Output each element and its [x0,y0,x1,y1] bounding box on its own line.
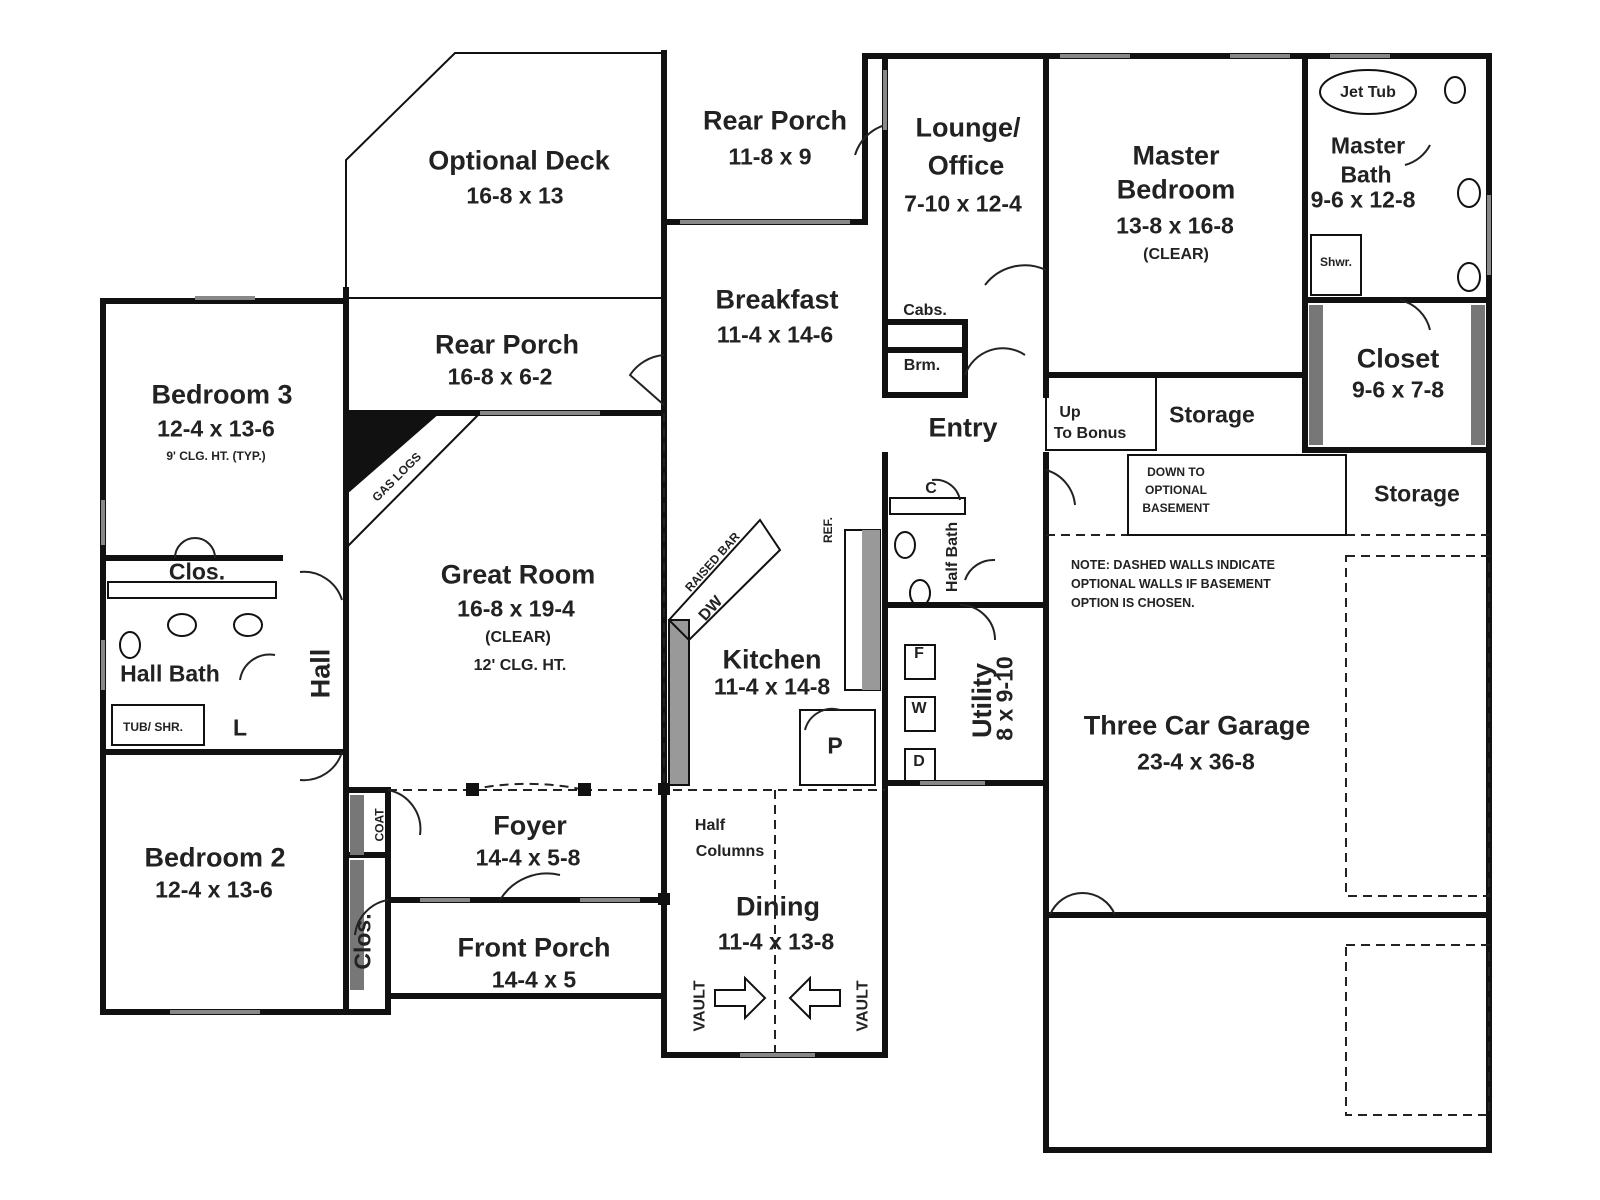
master-bedroom-name-1: Master [1132,140,1220,171]
cabs-label: Cabs. [903,302,947,319]
lounge-office-dims: 7-10 x 12-4 [904,190,1022,217]
foyer-dims: 14-4 x 5-8 [475,844,581,871]
bedroom3-dims: 12-4 x 13-6 [157,415,275,442]
closet-shelving [107,305,1485,990]
up-label: Up [1059,404,1081,421]
kitchen-counters [667,518,881,786]
clos-bed2-label: Clos. [349,913,376,970]
coat-label: COAT [372,808,387,842]
great-room-note2: 12' CLG. HT. [473,657,567,674]
windows [101,54,1491,1057]
ref-label: REF. [821,516,836,544]
shower-label: Shwr. [1319,255,1353,269]
storage-lower-label: Storage [1374,480,1460,507]
entry-label: Entry [928,412,998,443]
breakfast-name: Breakfast [715,284,839,315]
garage-dims: 23-4 x 36-8 [1137,748,1255,775]
master-bath-name-1: Master [1330,132,1406,159]
rear-porch-left-dims: 16-8 x 6-2 [447,363,553,390]
breakfast-dims: 11-4 x 14-6 [716,321,834,348]
utility-w-label: W [911,700,927,717]
vault-right-label: VAULT [854,980,872,1032]
bedroom2-name: Bedroom 2 [144,842,286,873]
deck-outline [345,52,664,298]
basement-label: BASEMENT [1142,501,1210,515]
note-line-2: OPTIONAL WALLS IF BASEMENT [1071,577,1271,591]
half-bath-label: Half Bath [944,521,962,593]
tub-shr-label: TUB/ SHR. [123,720,183,734]
dining-dims: 11-4 x 13-8 [717,928,835,955]
vault-left-label: VAULT [691,980,709,1032]
dining-name: Dining [736,891,820,922]
optional-deck-name: Optional Deck [428,145,610,176]
linen-label: L [232,714,248,741]
rear-porch-left-name: Rear Porch [434,329,580,360]
great-room-name: Great Room [440,559,596,590]
master-bath-name-2: Bath [1340,161,1392,188]
optional-label: OPTIONAL [1145,483,1207,497]
kitchen-name: Kitchen [722,644,822,675]
jet-tub-label: Jet Tub [1340,84,1396,101]
bedroom3-note: 9' CLG. HT. (TYP.) [166,449,266,463]
master-bath-dims: 9-6 x 12-8 [1310,186,1416,213]
optional-deck-dims: 16-8 x 13 [466,182,564,209]
bedroom2-dims: 12-4 x 13-6 [155,876,273,903]
foyer-name: Foyer [493,810,567,841]
kitchen-dims: 11-4 x 14-8 [713,673,831,700]
c-closet-label: C [925,480,937,497]
vault-arrows [714,975,841,1021]
great-room-note1: (CLEAR) [485,629,551,646]
storage-upper-label: Storage [1169,401,1255,428]
front-porch-name: Front Porch [457,932,611,963]
master-bedroom-note: (CLEAR) [1143,246,1209,263]
master-bedroom-name-2: Bedroom [1116,174,1236,205]
clos-bed3-label: Clos. [168,558,226,585]
note-line-1: NOTE: DASHED WALLS INDICATE [1071,558,1275,572]
pantry-label: P [827,732,843,759]
great-room-dims: 16-8 x 19-4 [457,595,575,622]
half-columns-line1: Half [694,817,726,834]
lounge-office-name-2: Office [927,150,1005,181]
front-porch-dims: 14-4 x 5 [491,966,577,993]
utility-f-label: F [914,645,924,662]
fireplace [346,413,440,495]
hall-label: Hall [305,648,336,699]
utility-dims: 8 x 9-10 [991,656,1018,741]
note-line-3: OPTION IS CHOSEN. [1071,596,1195,610]
hall-bath-label: Hall Bath [120,660,220,687]
lounge-office-name-1: Lounge/ [915,112,1021,143]
rear-porch-top-name: Rear Porch [702,105,848,136]
closet-master-dims: 9-6 x 7-8 [1351,376,1445,403]
master-bedroom-dims: 13-8 x 16-8 [1116,212,1234,239]
garage-name: Three Car Garage [1083,710,1311,741]
brm-label: Brm. [903,357,941,374]
doors [174,124,1431,936]
optional-walls [388,413,1490,1116]
rear-porch-top-dims: 11-8 x 9 [728,143,812,170]
half-columns-line2: Columns [695,843,765,860]
stairs [1045,374,1347,536]
bath-fixtures [111,69,1481,784]
down-to-label: DOWN TO [1147,465,1205,479]
optional-walls-note: NOTE: DASHED WALLS INDICATE OPTIONAL WAL… [1071,556,1275,613]
exterior-walls [100,50,1492,1153]
to-bonus-label: To Bonus [1053,425,1127,442]
bedroom3-name: Bedroom 3 [151,379,293,410]
closet-master-name: Closet [1356,343,1440,374]
utility-d-label: D [913,753,925,770]
